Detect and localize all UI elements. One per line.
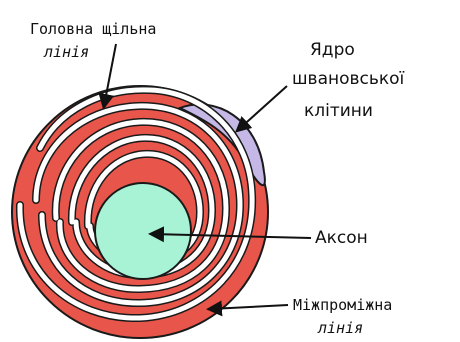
label-main-dense-line-cont: лінія: [43, 43, 89, 61]
label-schwann-nucleus-2: швановської: [292, 69, 405, 89]
label-intermediate-line-2: лінія: [317, 319, 363, 337]
arrow-schwann-nucleus: [238, 86, 287, 130]
label-main-dense-line-1: Головна щільна: [30, 20, 156, 38]
label-main-dense-line: Головна щільна: [30, 20, 156, 38]
label-axon: Аксон: [315, 228, 368, 248]
label-schwann-nucleus-1: Ядро: [310, 40, 355, 60]
axon: [95, 183, 191, 279]
label-intermediate-line-1: Міжпроміжна: [293, 296, 392, 314]
label-main-dense-line-2: лінія: [43, 43, 89, 61]
label-schwann-nucleus-3: клітини: [304, 101, 373, 121]
